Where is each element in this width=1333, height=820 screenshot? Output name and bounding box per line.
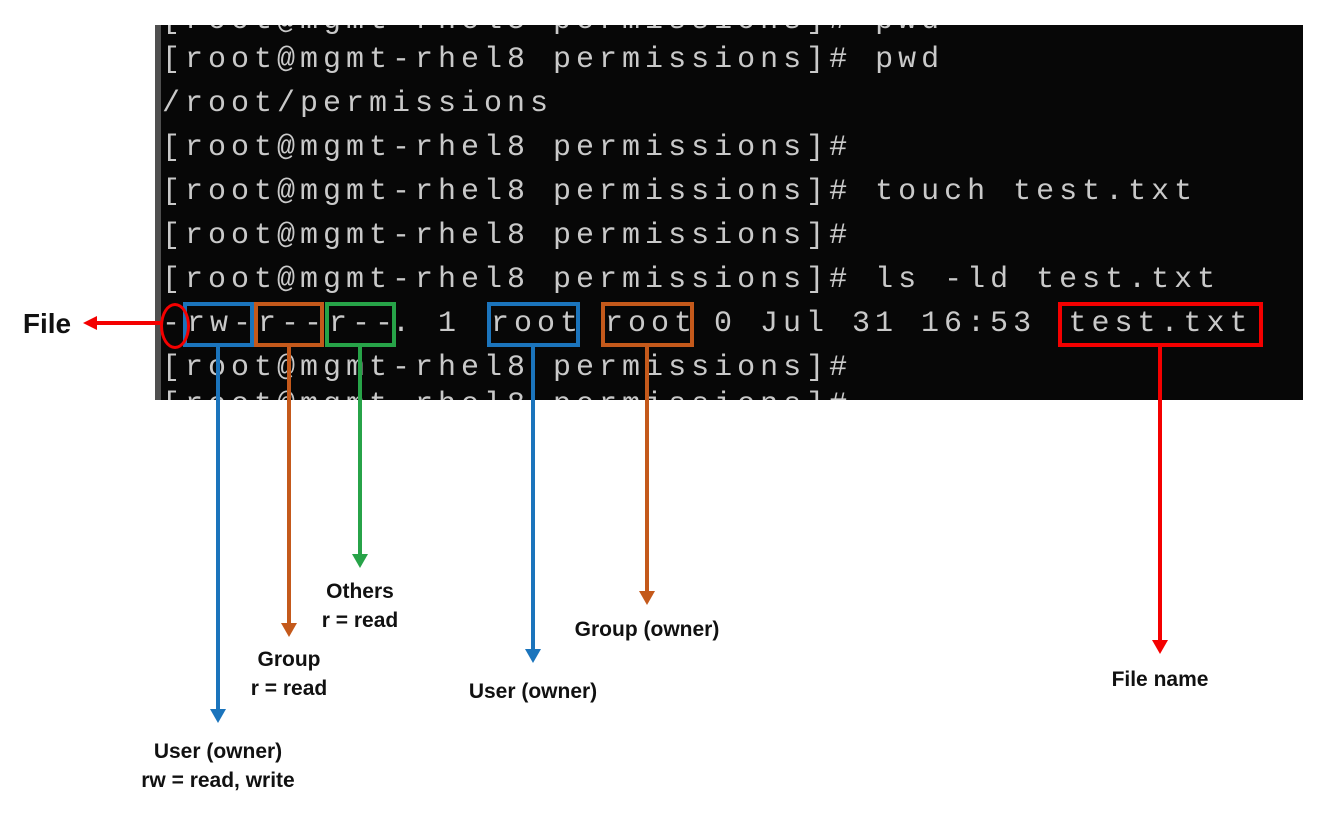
others-permissions-box: r--: [325, 302, 396, 347]
group-label: Group r = read: [229, 645, 349, 703]
user-owner2-label: User (owner): [433, 677, 633, 706]
user-owner-box: root: [487, 302, 580, 347]
terminal-line-pwd-output: /root/permissions: [162, 87, 554, 121]
group-owner-arrow: [645, 347, 649, 591]
group-owner-arrow-head-icon: [639, 591, 655, 605]
terminal-line-touch-command: [root@mgmt-rhel8 permissions]# touch tes…: [162, 175, 1198, 209]
others-label: Others r = read: [300, 577, 420, 635]
file-name-box: test.txt: [1058, 302, 1263, 347]
group-owner-box: root: [601, 302, 694, 347]
group-permissions-box: r--: [254, 302, 324, 347]
user-permissions-arrow-head-icon: [210, 709, 226, 723]
user-owner-label: User (owner) rw = read, write: [118, 737, 318, 795]
user-permissions-box: rw-: [183, 302, 254, 347]
user-owner-arrow: [531, 347, 535, 649]
group-owner-label: Group (owner): [547, 615, 747, 644]
user-permissions-arrow: [216, 347, 220, 709]
file-arrow-line: [97, 321, 161, 325]
terminal-line-pwd-command: [root@mgmt-rhel8 permissions]# pwd: [162, 43, 945, 77]
others-permissions-arrow: [358, 347, 362, 554]
group-owner-title: Group (owner): [574, 618, 720, 641]
file-name-arrow: [1158, 347, 1162, 640]
others-permissions-arrow-head-icon: [352, 554, 368, 568]
file-name-label: File name: [1060, 665, 1260, 694]
terminal-line-clipped-top: [root@mgmt-rhel8 permissions]# pwd: [162, 25, 944, 43]
terminal-line-prompt: [root@mgmt-rhel8 permissions]#: [162, 351, 853, 385]
file-arrow-head-icon: [83, 316, 97, 330]
modified-date: Jul 31 16:53: [760, 307, 1037, 341]
file-name-title: File name: [1111, 668, 1209, 691]
file-label: File: [22, 308, 72, 339]
user-owner-title: User (owner): [153, 740, 283, 763]
group-permissions-arrow: [287, 347, 291, 623]
terminal-line-clipped-bottom: [root@mgmt-rhel8 permissions]#: [162, 383, 852, 400]
terminal-line-prompt: [root@mgmt-rhel8 permissions]#: [162, 131, 853, 165]
others-subtitle: r = read: [321, 609, 399, 632]
terminal-window: [root@mgmt-rhel8 permissions]# pwd [root…: [155, 25, 1303, 400]
terminal-line-ls-command: [root@mgmt-rhel8 permissions]# ls -ld te…: [162, 263, 1221, 297]
others-title: Others: [326, 580, 394, 603]
user-owner2-title: User (owner): [468, 680, 598, 703]
file-name-arrow-head-icon: [1152, 640, 1168, 654]
link-count-text: . 1: [392, 307, 462, 341]
terminal-line-prompt: [root@mgmt-rhel8 permissions]#: [162, 219, 853, 253]
group-subtitle: r = read: [250, 677, 328, 700]
file-type-ellipse: [160, 303, 190, 349]
user-owner-arrow-head-icon: [525, 649, 541, 663]
file-size: 0: [714, 307, 738, 341]
group-permissions-arrow-head-icon: [281, 623, 297, 637]
size-and-date-text: 0 Jul 31 16:53: [714, 302, 1044, 347]
group-title: Group: [257, 648, 321, 671]
user-owner-subtitle: rw = read, write: [141, 769, 295, 792]
